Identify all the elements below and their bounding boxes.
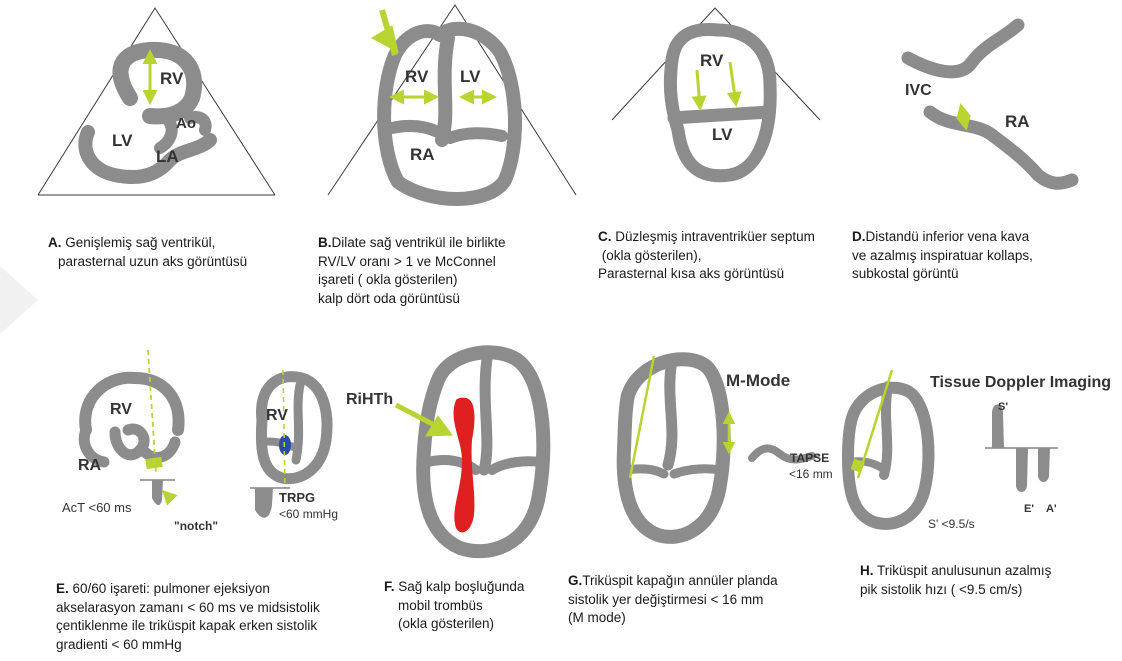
caption-f-lead: F. [384,579,395,594]
caption-f-line-1: mobil trombüs [384,597,524,616]
caption-g-line-2: (M mode) [568,609,778,628]
caption-h-line-1: pik sistolik hızı ( <9.5 cm/s) [860,581,1051,600]
panel-b-label-0: RV [405,67,429,86]
panel-d-diagram: IVC RA [905,25,1072,183]
panel-d-label-1: RA [1005,112,1030,131]
caption-f-line-2: (okla gösterilen) [384,615,524,634]
caption-e: E. 60/60 işareti: pulmoner ejeksiyon aks… [56,580,320,654]
panel-b-label-2: RA [410,145,435,164]
panel-h-diagram: Tissue Doppler Imaging S' E' A' S' <9.5/… [848,370,1111,531]
panel-c-septum-arrow-right [730,62,736,104]
panel-b-septum [442,38,448,140]
panel-c-septum [674,112,768,118]
panel-h-a-wave [1038,448,1050,482]
caption-d: D.Distandü inferior vena kava ve azalmış… [852,228,1033,284]
panel-a-label-0: RV [160,69,184,88]
panel-g-diagram: M-Mode TAPSE <16 mm [624,356,833,537]
caption-b-line-3: kalp dört oda görüntüsü [318,290,506,309]
panel-h-e-wave [1016,448,1028,492]
panel-g-label-2: <16 mm [789,467,833,481]
panel-f-label-0: RiHTh [346,391,393,408]
caption-b: B.Dilate sağ ventrikül ile birlikte RV/L… [318,234,506,308]
panel-c-diagram: RV LV [612,8,820,176]
caption-c-line-2: Parasternal kısa aks görüntüsü [598,265,815,284]
panel-h-label-2: E' [1024,503,1034,515]
panel-f-diagram: RiHTh [346,352,543,551]
caption-g: G.Triküspit kapağın annüler planda sisto… [568,572,778,628]
caption-e-line-2: çentiklenme ile triküspit kapak erken si… [56,617,320,636]
decorative-chevron [0,266,38,334]
caption-h-line-0: Triküspit anulusunun azalmış [877,563,1051,578]
caption-h: H. Triküspit anulusunun azalmış pik sist… [860,562,1051,599]
caption-a-line-0: Genişlemiş sağ ventrikül, [65,235,215,250]
caption-a: A. Genişlemiş sağ ventrikül, parasternal… [48,234,247,271]
caption-h-lead: H. [860,563,874,578]
panel-h-label-3: A' [1046,503,1057,515]
panel-e-diagram: RV RA AcT <60 ms "notch" RV TRPG <60 mmH… [62,350,338,533]
panel-d-ivc-upper [908,25,1018,72]
caption-c-lead: C. [598,229,612,244]
caption-b-line-1: RV/LV oranı > 1 ve McConnel [318,253,506,272]
panel-g-label-0: M-Mode [726,371,790,390]
caption-f: F. Sağ kalp boşluğunda mobil trombüs (ok… [384,578,524,634]
caption-e-line-3: gradienti < 60 mmHg [56,636,320,655]
caption-g-line-0: Triküspit kapağın annüler planda [582,573,777,588]
panel-d-label-0: IVC [905,82,932,99]
panel-a-lv-wall [85,132,210,177]
caption-e-lead: E. [56,581,69,596]
panel-a-label-2: LV [112,131,133,150]
caption-g-lead: G. [568,573,582,588]
panel-e-label-6: <60 mmHg [279,507,338,521]
caption-d-line-2: subkostal görüntü [852,265,1033,284]
caption-e-line-1: akselarasyon zamanı < 60 ms ve midsistol… [56,599,320,618]
caption-c-line-0: Düzleşmiş intraventriküer septum [615,229,815,244]
caption-d-lead: D. [852,229,866,244]
panel-d-ivc-lower [930,112,1072,183]
panel-e-label-1: RA [78,457,102,474]
panel-c-septum-arrow-left [697,70,700,108]
caption-a-lead: A. [48,235,62,250]
panel-g-label-1: TAPSE [790,451,829,465]
caption-d-line-1: ve azalmış inspiratuar kollaps, [852,247,1033,266]
caption-b-line-2: işareti ( okla gösterilen) [318,271,506,290]
caption-b-lead: B. [318,235,332,250]
panel-a-diagram: RV Ao LV LA [38,8,275,195]
panel-h-label-1: S' [998,401,1008,413]
panel-e-label-0: RV [110,401,132,418]
panel-c-label-0: RV [700,51,724,70]
panel-b-diagram: RV LV RA [328,5,576,199]
caption-d-line-0: Distandü inferior vena kava [866,229,1030,244]
caption-f-line-0: Sağ kalp boşluğunda [398,579,524,594]
caption-b-line-0: Dilate sağ ventrikül ile birlikte [332,235,506,250]
caption-g-line-1: sistolik yer değiştirmesi < 16 mm [568,591,778,610]
panel-e-label-5: TRPG [279,490,315,505]
caption-e-line-0: 60/60 işareti: pulmoner ejeksiyon [73,581,270,596]
caption-c: C. Düzleşmiş intraventriküer septum (okl… [598,228,815,284]
panel-h-label-4: S' <9.5/s [928,517,975,531]
panel-b-label-1: LV [460,67,481,86]
panel-a-label-1: Ao [176,115,196,132]
panel-a-label-3: LA [156,147,179,166]
panel-e-label-2: AcT <60 ms [62,500,132,515]
panel-c-label-1: LV [712,125,733,144]
caption-c-line-1: (okla gösterilen), [598,247,815,266]
panel-h-label-0: Tissue Doppler Imaging [930,374,1111,391]
caption-a-line-1: parasternal uzun aks görüntüsü [48,253,247,272]
panel-e-label-4: RV [266,407,288,424]
panel-e-label-3: "notch" [174,519,218,533]
